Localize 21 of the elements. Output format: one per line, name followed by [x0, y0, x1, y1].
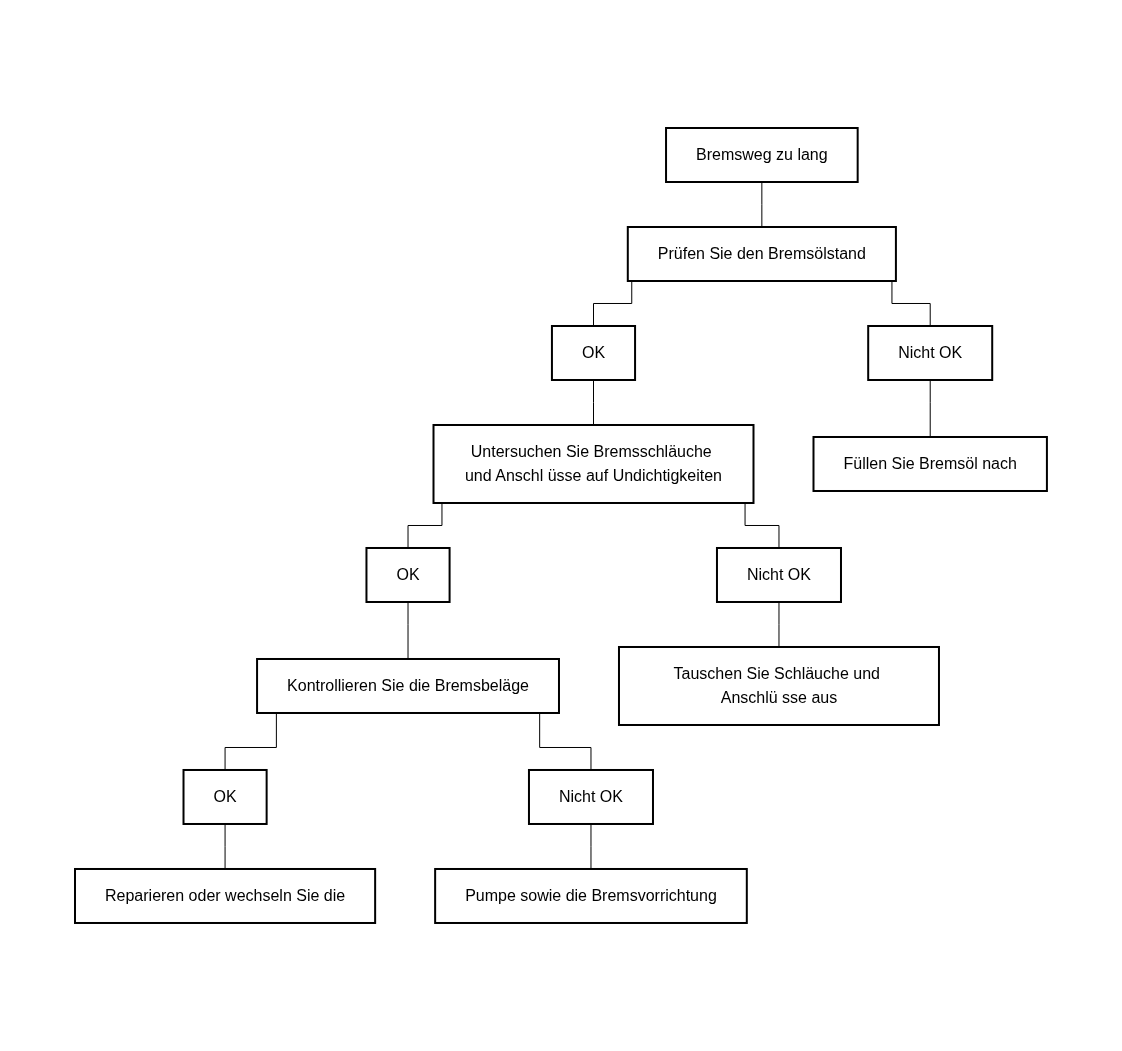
node-box: Nicht OK [867, 325, 994, 381]
node-box: Füllen Sie Bremsöl nach [812, 436, 1048, 492]
node-box: Tauschen Sie Schläuche und Anschlü sse aus [618, 646, 940, 726]
node-box: Prüfen Sie den Bremsölstand [626, 226, 897, 282]
node-box: Bremsweg zu lang [665, 127, 859, 183]
node-box: OK [182, 769, 268, 825]
node-box: Nicht OK [716, 547, 842, 603]
connector [224, 823, 226, 870]
connector [593, 379, 595, 426]
connector [407, 601, 409, 660]
connector [929, 379, 931, 438]
node-box: OK [365, 547, 451, 603]
node-box: OK [550, 325, 637, 381]
connector [761, 181, 763, 228]
connector [590, 823, 592, 870]
node-box: Untersuchen Sie Bremsschläuche und Anschl üsse auf Undichtigkeiten [432, 424, 755, 504]
node-box: Reparieren oder wechseln Sie die [74, 868, 377, 924]
connector [778, 601, 780, 648]
node-box: Kontrollieren Sie die Bremsbeläge [256, 658, 560, 714]
node-box: Pumpe sowie die Bremsvorrichtung [434, 868, 748, 924]
node-box: Nicht OK [528, 769, 654, 825]
